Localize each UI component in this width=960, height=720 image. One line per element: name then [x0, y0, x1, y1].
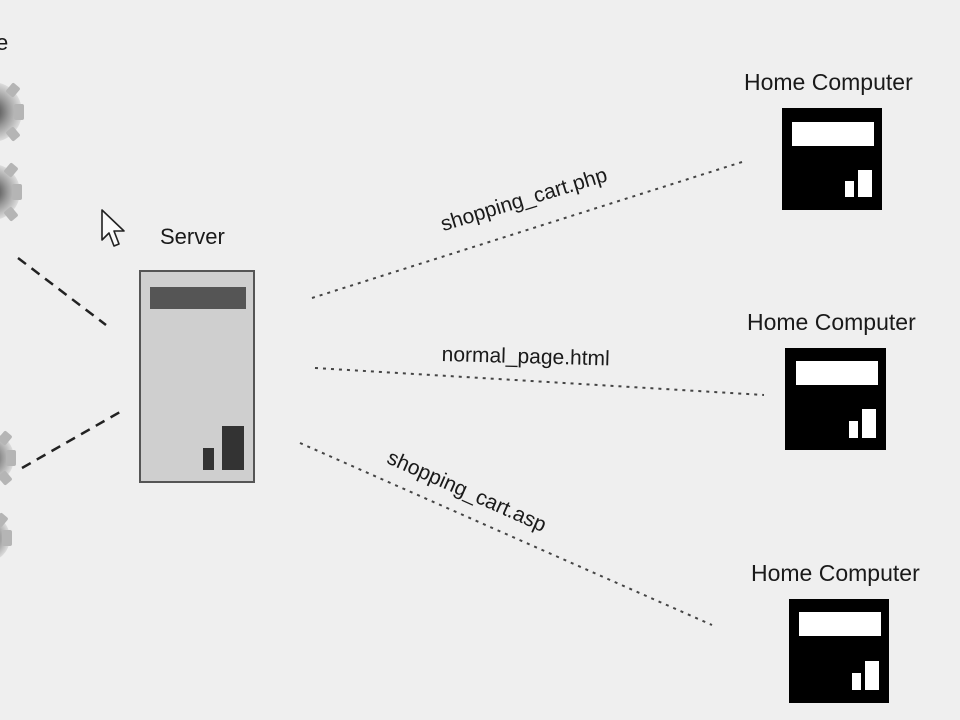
computer-icon [789, 599, 889, 703]
gear-icon [0, 83, 24, 141]
computer-icon [785, 348, 886, 450]
gear-icon [0, 431, 16, 485]
connection-line-html [314, 367, 765, 396]
gear-icon [0, 163, 22, 221]
mouse-cursor-icon [101, 209, 125, 247]
gear-server-connector [21, 410, 121, 470]
connection-label-html: normal_page.html [441, 343, 611, 371]
gear-icon [0, 513, 12, 558]
cut-off-title-fragment: e [0, 30, 9, 55]
home-computer-label-3: Home Computer [751, 560, 920, 586]
computer-icon [782, 108, 882, 210]
server-icon [139, 270, 255, 483]
connection-line-php [311, 161, 743, 299]
home-computer-label-2: Home Computer [747, 309, 916, 335]
home-computer-label-1: Home Computer [744, 69, 913, 95]
connection-line-asp [299, 442, 713, 626]
server-label: Server [160, 224, 225, 249]
gear-server-connector [17, 257, 107, 326]
